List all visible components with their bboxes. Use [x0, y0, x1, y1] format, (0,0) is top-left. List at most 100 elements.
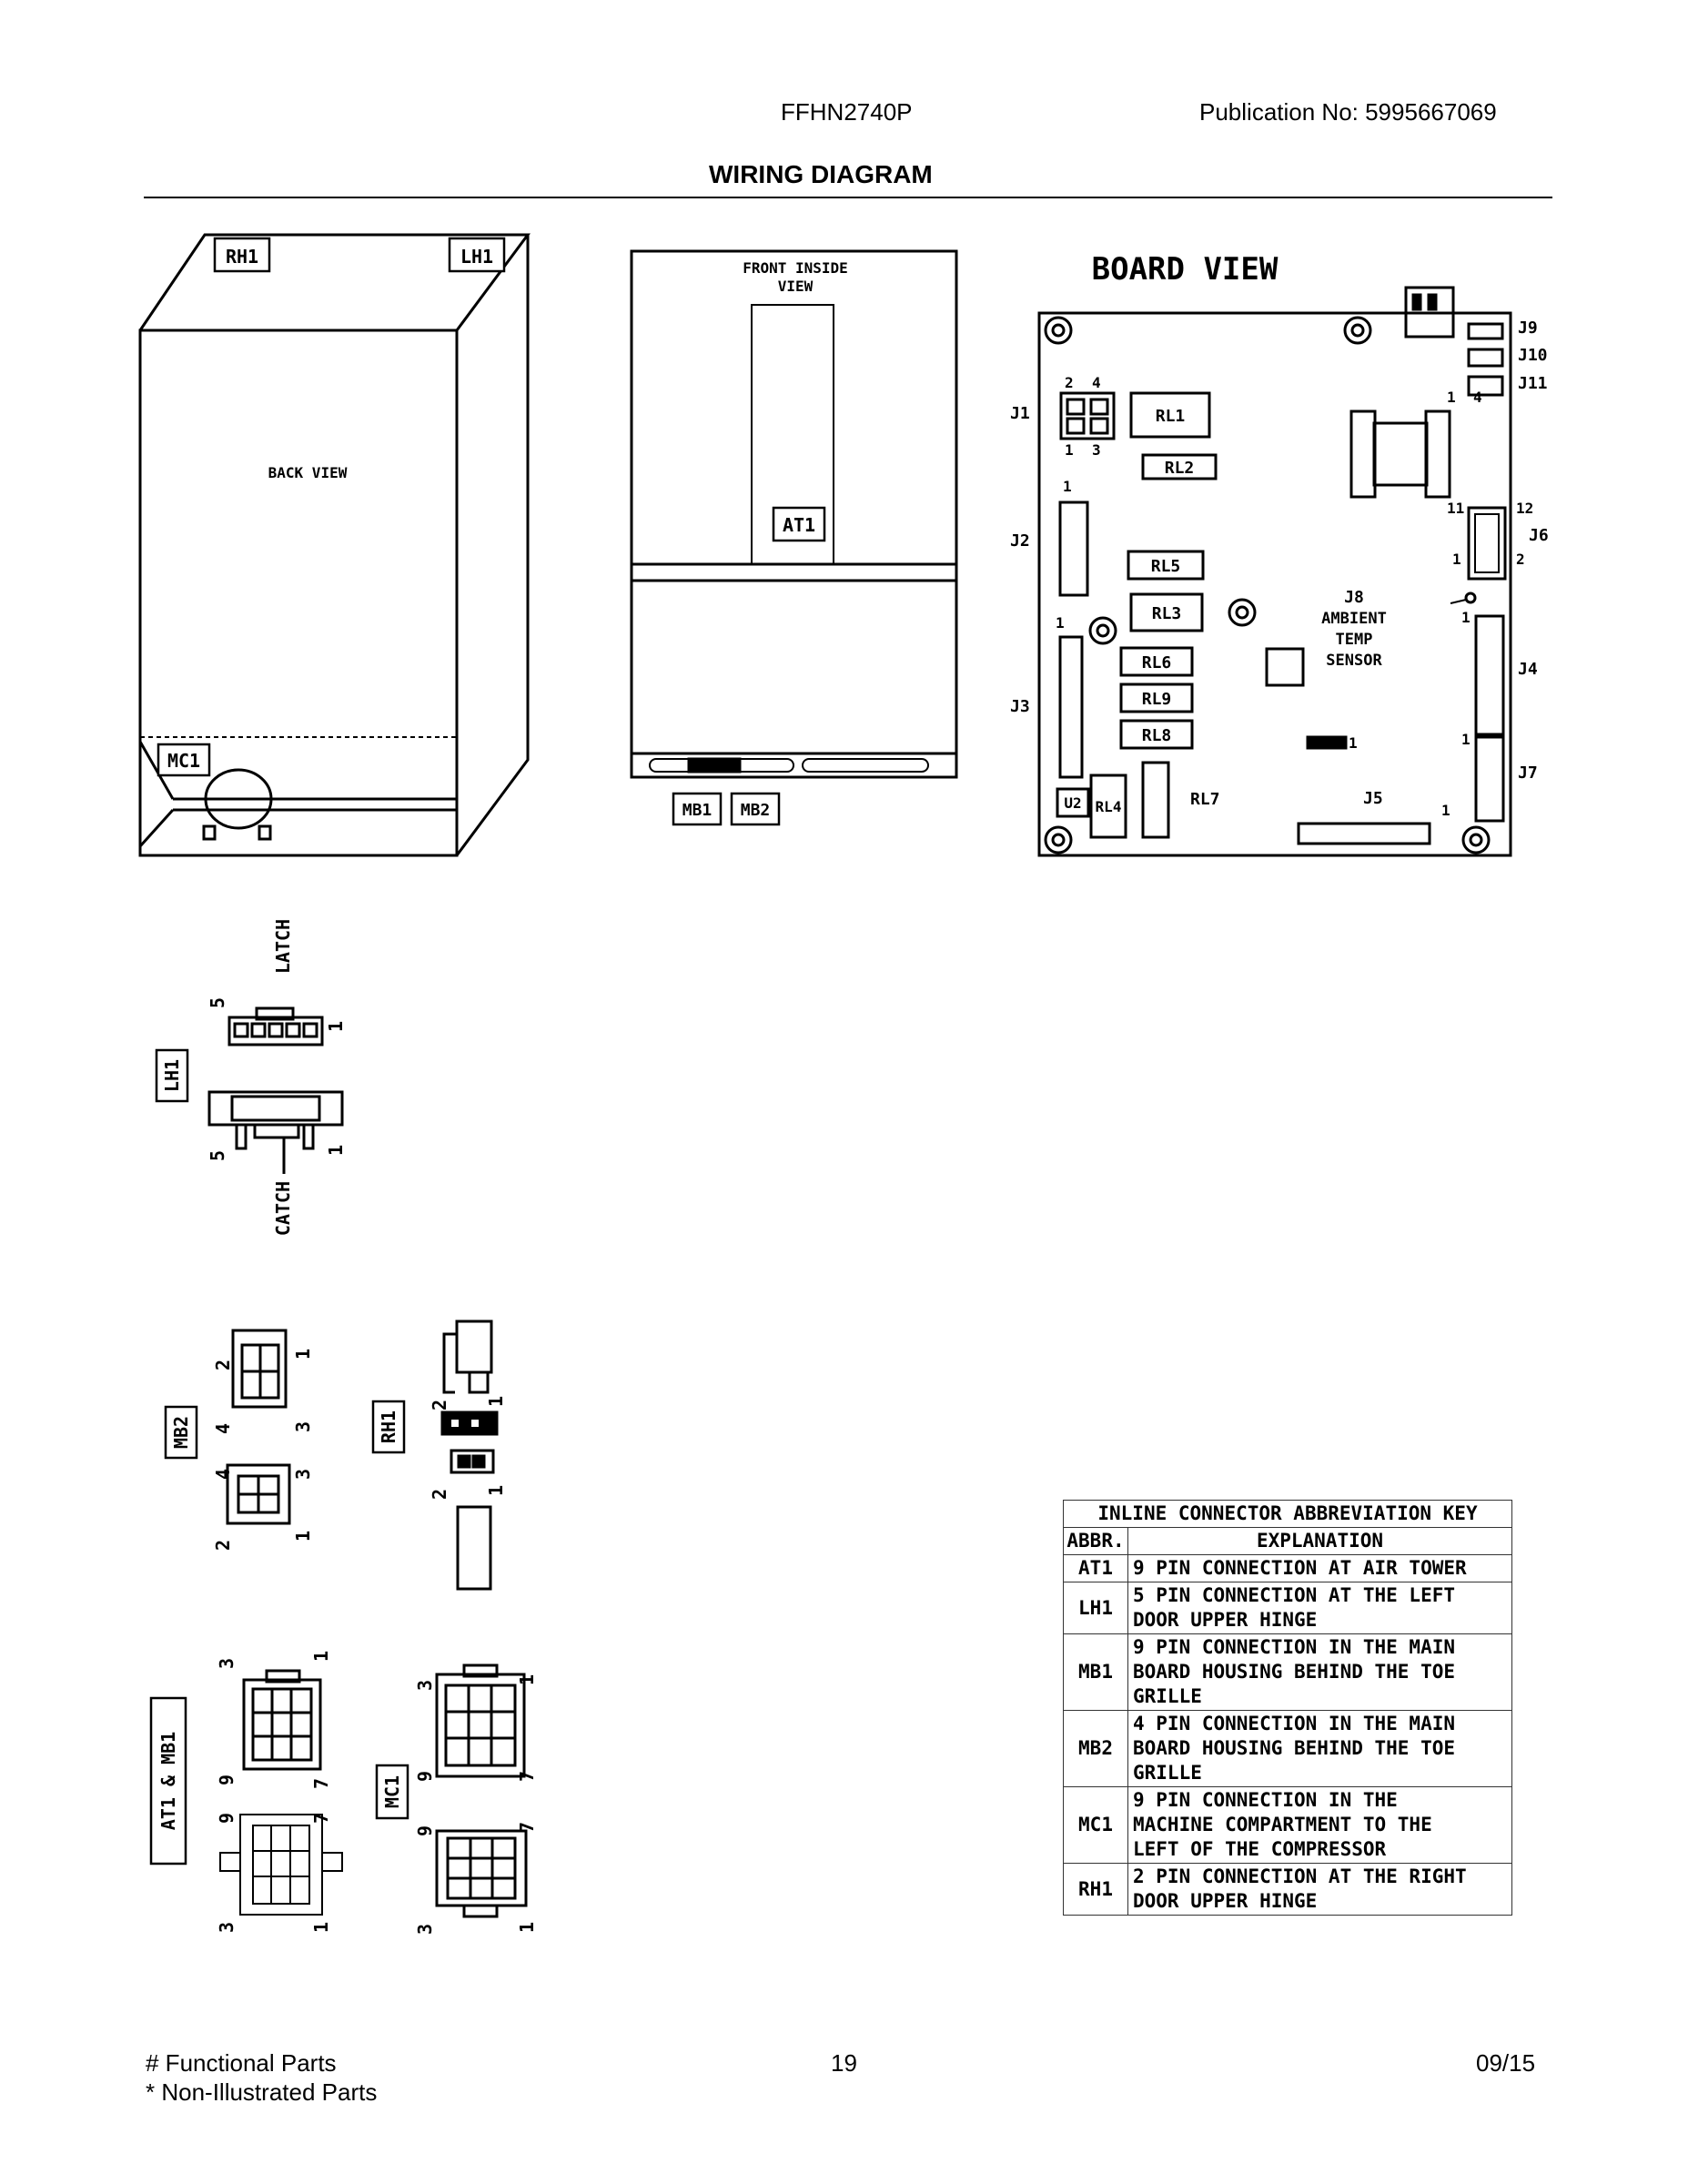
svg-text:7: 7: [310, 1778, 332, 1789]
row-abbr: MB1: [1063, 1633, 1128, 1711]
at1-mb1-connector-view: [219, 1669, 343, 1916]
row-abbr: MC1: [1063, 1786, 1128, 1864]
front-view-label-1: FRONT INSIDE: [743, 259, 848, 277]
relay-rl7: RL7: [1190, 790, 1220, 809]
svg-text:9: 9: [216, 1774, 238, 1785]
mc1-connector-view: [435, 1663, 528, 1918]
svg-text:2: 2: [429, 1400, 450, 1410]
svg-text:1: 1: [485, 1485, 507, 1496]
svg-text:3: 3: [292, 1421, 314, 1432]
col-header-explanation: EXPLANATION: [1127, 1527, 1512, 1555]
svg-text:12: 12: [1516, 500, 1533, 517]
relay-rl2: RL2: [1165, 459, 1195, 478]
j8-temp: TEMP: [1336, 631, 1373, 649]
svg-text:1: 1: [1063, 478, 1072, 495]
publication-number: Publication No: 5995667069: [1199, 98, 1497, 126]
mc1-label: MC1: [167, 750, 200, 772]
svg-text:9: 9: [414, 1825, 436, 1836]
j11-label: J11: [1518, 374, 1548, 393]
relay-rl5: RL5: [1151, 557, 1181, 576]
svg-text:4: 4: [1473, 389, 1482, 406]
j8-sensor: SENSOR: [1326, 652, 1382, 670]
mb1-label: MB1: [682, 801, 713, 820]
model-number: FFHN2740P: [781, 98, 913, 126]
footer-date: 09/15: [1476, 2049, 1536, 2077]
svg-text:1: 1: [310, 1922, 332, 1933]
svg-text:3: 3: [292, 1469, 314, 1480]
svg-text:7: 7: [516, 1771, 538, 1782]
lh1-label: LH1: [460, 246, 493, 268]
abbreviation-key-table: INLINE CONNECTOR ABBREVIATION KEY ABBR. …: [1063, 1500, 1512, 1916]
key-table-caption: INLINE CONNECTOR ABBREVIATION KEY: [1063, 1500, 1512, 1528]
relay-rl8: RL8: [1142, 726, 1172, 745]
j4-label: J4: [1518, 660, 1538, 679]
relay-rl1: RL1: [1156, 407, 1186, 426]
lh1-connector-view: [207, 1006, 344, 1174]
footer-functional-parts: # Functional Parts: [146, 2049, 337, 2077]
svg-text:1: 1: [1065, 441, 1074, 459]
page-title: WIRING DIAGRAM: [709, 160, 933, 188]
svg-text:1: 1: [325, 1021, 347, 1032]
svg-text:1: 1: [1447, 389, 1456, 406]
svg-text:1: 1: [325, 1145, 347, 1156]
svg-text:1: 1: [1452, 551, 1461, 568]
table-row: AT1 9 PIN CONNECTION AT AIR TOWER: [1063, 1554, 1512, 1582]
svg-text:1: 1: [292, 1349, 314, 1360]
catch-label: CATCH: [272, 1181, 294, 1236]
mounting-holes: [1044, 316, 1491, 854]
mb2-side-label: MB2: [170, 1416, 192, 1449]
page-number: 19: [831, 2049, 857, 2077]
svg-text:1: 1: [485, 1396, 507, 1407]
svg-text:2: 2: [1516, 551, 1525, 568]
svg-text:5: 5: [207, 997, 228, 1008]
svg-text:1: 1: [1056, 614, 1065, 632]
back-view-cabinet: [138, 233, 531, 857]
u2-label: U2: [1064, 794, 1081, 812]
back-view-label: BACK VIEW: [268, 464, 348, 481]
svg-text:3: 3: [414, 1924, 436, 1935]
at1-mb1-side-label: AT1 & MB1: [157, 1732, 179, 1830]
j10-label: J10: [1518, 346, 1548, 365]
j8-label: J8: [1344, 588, 1364, 607]
header-rule: [144, 197, 1552, 198]
svg-text:2: 2: [1065, 374, 1074, 391]
mb2-label: MB2: [741, 801, 771, 820]
svg-text:1: 1: [292, 1531, 314, 1542]
svg-text:5: 5: [207, 1150, 228, 1161]
svg-text:1: 1: [310, 1651, 332, 1662]
svg-text:4: 4: [212, 1423, 234, 1434]
latch-label: LATCH: [272, 919, 294, 974]
rh1-label: RH1: [226, 246, 258, 268]
row-abbr: LH1: [1063, 1582, 1128, 1634]
mb2-connector-view: [226, 1329, 291, 1525]
j2-label: J2: [1010, 531, 1030, 551]
svg-text:1: 1: [1461, 731, 1471, 748]
svg-text:3: 3: [414, 1680, 436, 1691]
col-header-abbr: ABBR.: [1063, 1527, 1128, 1555]
svg-text:7: 7: [310, 1813, 332, 1824]
rh1-side-label: RH1: [378, 1410, 399, 1443]
svg-text:3: 3: [216, 1922, 238, 1933]
j3-label: J3: [1010, 697, 1030, 716]
j6-label: J6: [1529, 526, 1549, 545]
svg-text:9: 9: [216, 1813, 238, 1824]
j9-label: J9: [1518, 318, 1538, 338]
svg-text:3: 3: [1092, 441, 1101, 459]
svg-text:2: 2: [429, 1489, 450, 1500]
svg-text:2: 2: [212, 1540, 234, 1551]
row-abbr: RH1: [1063, 1863, 1128, 1916]
front-view-label-2: VIEW: [778, 278, 814, 295]
svg-text:3: 3: [216, 1658, 238, 1669]
svg-text:1: 1: [516, 1674, 538, 1685]
rh1-connector-view: [440, 1320, 499, 1591]
